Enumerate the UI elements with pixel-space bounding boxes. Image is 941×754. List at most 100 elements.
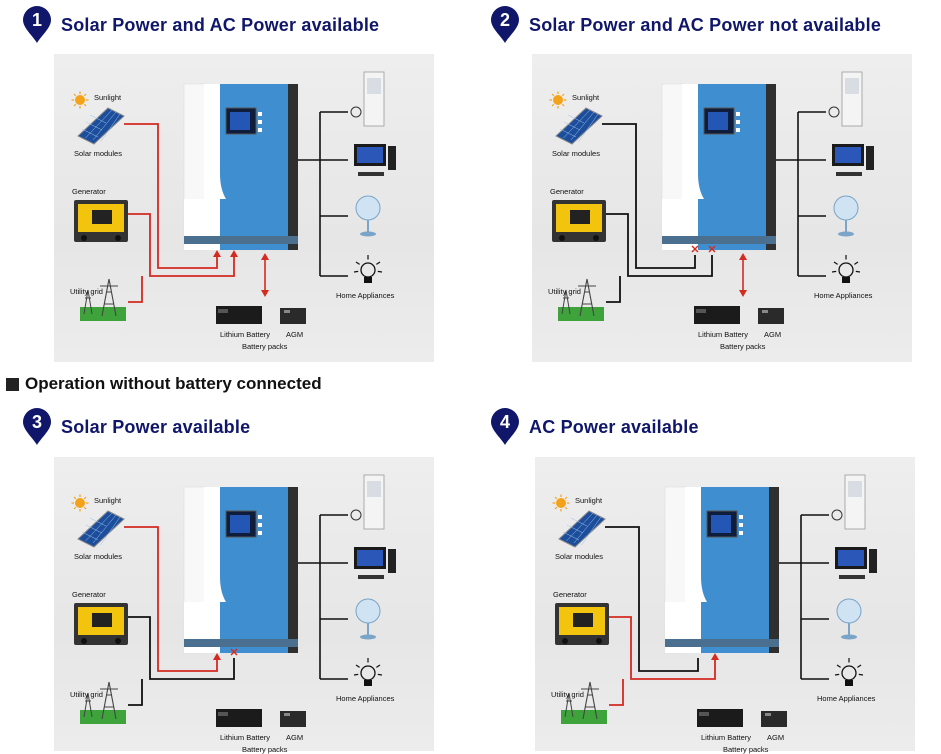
agm-label: AGM xyxy=(767,733,785,742)
solar-panel-icon xyxy=(77,107,125,145)
home-appliances-label: Home Appliances xyxy=(817,694,876,703)
utility-grid-label: Utility grid xyxy=(70,690,103,699)
fan-icon xyxy=(833,195,859,237)
utility-grid-label: Utility grid xyxy=(548,287,581,296)
solar-panel-icon xyxy=(77,510,125,548)
sunlight-label: Sunlight xyxy=(572,93,600,102)
utility-grid-icon xyxy=(80,681,126,724)
lithium-battery-label: Lithium Battery xyxy=(701,733,752,742)
scenario-title: Solar Power available xyxy=(61,416,251,437)
sunlight-label: Sunlight xyxy=(575,496,603,505)
solar-modules-label: Solar modules xyxy=(552,149,600,158)
generator-icon xyxy=(74,603,128,645)
solar-modules-label: Solar modules xyxy=(74,149,122,158)
inverter-icon xyxy=(183,486,298,654)
inverter-icon xyxy=(661,83,776,251)
solar-input-line xyxy=(602,123,696,269)
scenario-2-heading: 2 Solar Power and AC Power not available xyxy=(490,6,881,44)
battery-packs-icon xyxy=(216,306,306,324)
scenario-3-heading: 3 Solar Power available xyxy=(22,408,250,446)
fan-icon xyxy=(355,195,381,237)
diagram-svg xyxy=(71,474,396,727)
map-pin-icon: 2 xyxy=(490,6,520,44)
unavailable-x-icon xyxy=(708,245,716,253)
lithium-battery-label: Lithium Battery xyxy=(698,330,749,339)
solar-arrow-icon xyxy=(213,250,221,257)
light-bulb-icon xyxy=(353,255,383,283)
battery-packs-icon xyxy=(697,709,787,727)
fan-icon xyxy=(836,598,862,640)
sun-icon xyxy=(71,494,89,512)
air-conditioner-icon xyxy=(350,71,385,127)
diagram-svg xyxy=(549,71,874,324)
agm-label: AGM xyxy=(764,330,782,339)
section-title: Operation without battery connected xyxy=(6,374,322,394)
sun-icon xyxy=(71,91,89,109)
battery-packs-label: Battery packs xyxy=(723,745,769,754)
battery-packs-label: Battery packs xyxy=(242,745,288,754)
grid-input-line xyxy=(609,679,624,706)
solar-arrow-icon xyxy=(213,653,221,660)
generator-label: Generator xyxy=(72,590,106,599)
air-conditioner-icon xyxy=(831,474,866,530)
grid-arrow-icon xyxy=(711,653,719,660)
generator-input-line xyxy=(606,213,713,277)
solar-panel-icon xyxy=(558,510,606,548)
air-conditioner-icon xyxy=(828,71,863,127)
computer-icon xyxy=(832,144,874,176)
battery-packs-label: Battery packs xyxy=(242,342,288,351)
battery-link-arrow xyxy=(739,253,747,297)
unavailable-x-icon xyxy=(230,648,238,656)
agm-label: AGM xyxy=(286,330,304,339)
grid-input-line xyxy=(128,679,143,706)
generator-icon xyxy=(74,200,128,242)
diagram-svg xyxy=(71,71,396,324)
air-conditioner-icon xyxy=(350,474,385,530)
grid-input-line xyxy=(128,276,143,303)
scenario-1-heading: 1 Solar Power and AC Power available xyxy=(22,6,379,44)
utility-grid-icon xyxy=(80,278,126,321)
map-pin-icon: 1 xyxy=(22,6,52,44)
sunlight-label: Sunlight xyxy=(94,93,122,102)
solar-input-line xyxy=(124,526,218,672)
generator-label: Generator xyxy=(553,590,587,599)
map-pin-icon: 4 xyxy=(490,408,520,446)
scenario-title: AC Power available xyxy=(529,416,699,437)
lithium-battery-label: Lithium Battery xyxy=(220,330,271,339)
diagram-svg xyxy=(552,474,877,727)
generator-icon xyxy=(555,603,609,645)
utility-grid-label: Utility grid xyxy=(551,690,584,699)
light-bulb-icon xyxy=(834,658,864,686)
scenario-title: Solar Power and AC Power available xyxy=(61,14,380,35)
computer-icon xyxy=(354,144,396,176)
generator-icon xyxy=(552,200,606,242)
inverter-icon xyxy=(183,83,298,251)
solar-input-line xyxy=(124,123,218,269)
generator-label: Generator xyxy=(550,187,584,196)
generator-input-line xyxy=(609,616,716,680)
light-bulb-icon xyxy=(353,658,383,686)
sun-icon xyxy=(549,91,567,109)
generator-input-line xyxy=(128,213,235,277)
home-appliances-label: Home Appliances xyxy=(814,291,873,300)
battery-packs-icon xyxy=(216,709,306,727)
grid-arrow-icon xyxy=(230,250,238,257)
solar-panel-icon xyxy=(555,107,603,145)
solar-modules-label: Solar modules xyxy=(74,552,122,561)
computer-icon xyxy=(354,547,396,579)
battery-packs-icon xyxy=(694,306,784,324)
utility-grid-icon xyxy=(558,278,604,321)
agm-label: AGM xyxy=(286,733,304,742)
utility-grid-icon xyxy=(561,681,607,724)
home-appliances-label: Home Appliances xyxy=(336,291,395,300)
square-bullet-icon xyxy=(6,377,19,391)
light-bulb-icon xyxy=(831,255,861,283)
generator-input-line xyxy=(128,616,235,680)
inverter-icon xyxy=(664,486,779,654)
home-appliances-label: Home Appliances xyxy=(336,694,395,703)
lithium-battery-label: Lithium Battery xyxy=(220,733,271,742)
